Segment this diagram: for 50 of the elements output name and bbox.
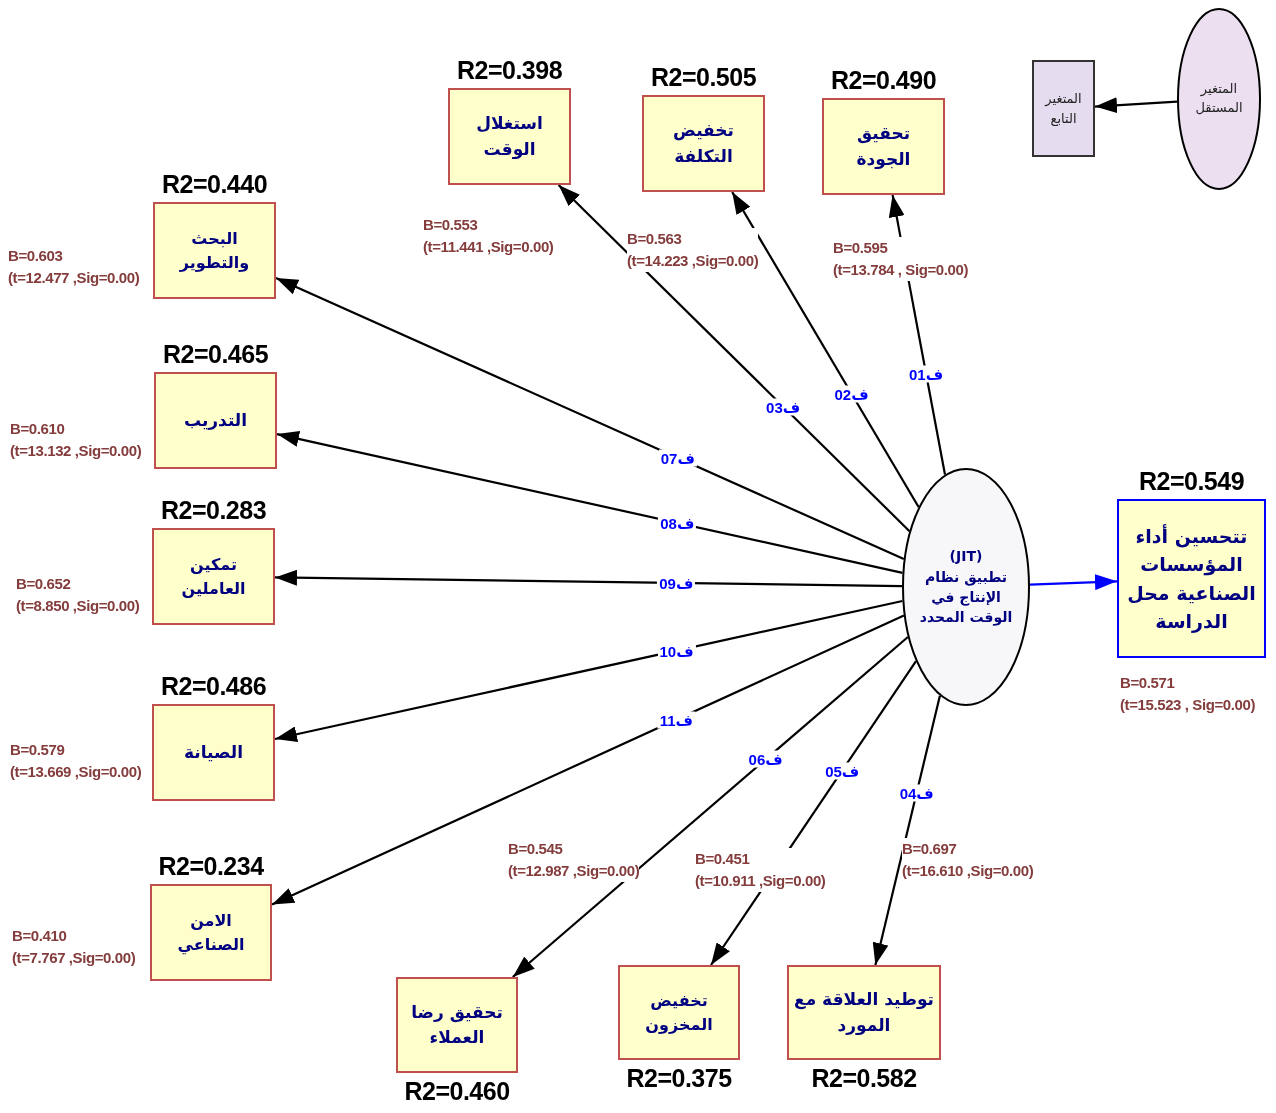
arrow <box>1029 574 1118 591</box>
construct-box: التدريب <box>154 372 277 469</box>
arrow <box>274 599 903 743</box>
construct-label: تطبيق نظام الإنتاج في الوقت المحدد <box>918 567 1014 628</box>
coefficient-label: B=0.595 (t=13.784 , Sig=0.00) <box>833 237 969 281</box>
edge-label: ف02 <box>832 385 871 403</box>
construct-box: تمكين العاملين <box>152 528 275 625</box>
coefficient-label: B=0.451 (t=10.911 ,Sig=0.00) <box>695 848 826 892</box>
construct-box: الامن الصناعي <box>150 884 272 981</box>
r-squared-label: R2=0.375 <box>625 1063 733 1094</box>
edge-label: ف11 <box>657 711 695 729</box>
edge-label: ف10 <box>657 642 696 660</box>
r-squared-label: R2=0.490 <box>829 65 938 96</box>
construct-box: الصيانة <box>152 704 275 801</box>
construct-box: تخفيض المخزون <box>618 965 740 1060</box>
arrow <box>1094 97 1178 114</box>
edge-label: ف07 <box>658 449 697 467</box>
arrow <box>731 191 920 508</box>
r-squared-label: R2=0.582 <box>810 1063 918 1094</box>
construct-box: البحث والتطوير <box>153 202 276 299</box>
coefficient-label: B=0.563 (t=14.223 ,Sig=0.00) <box>627 228 759 272</box>
construct-box: تخفيض التكلفة <box>642 95 765 192</box>
construct-box: تتحسين أداء المؤسسات الصناعية محل الدراسة <box>1117 499 1266 658</box>
construct-box: توطيد العلاقة مع المورد <box>787 965 941 1060</box>
edge-label: ف06 <box>746 750 785 768</box>
arrow <box>275 277 905 561</box>
arrow <box>557 184 911 532</box>
coefficient-label: B=0.697 (t=16.610 ,Sig=0.00) <box>902 838 1034 882</box>
arrow <box>271 614 905 906</box>
construct-box: تحقيق رضا العملاء <box>396 977 518 1073</box>
construct-box: تحقيق الجودة <box>822 98 945 195</box>
construct-box: استغلال الوقت <box>448 88 571 185</box>
r-squared-label: R2=0.440 <box>160 169 269 200</box>
r-squared-label: R2=0.505 <box>649 62 758 93</box>
r-squared-label: R2=0.465 <box>161 339 270 370</box>
construct-label: المتغير المستقل <box>1194 80 1244 117</box>
edge-label: ف08 <box>658 514 697 532</box>
r-squared-label: R2=0.234 <box>157 851 265 882</box>
r-squared-label: R2=0.283 <box>159 495 268 526</box>
arrow <box>276 431 903 574</box>
edge-label: ف04 <box>897 784 936 802</box>
arrow <box>872 695 941 966</box>
r-squared-label: R2=0.398 <box>455 55 564 86</box>
r-squared-label: R2=0.460 <box>403 1076 511 1107</box>
r-squared-label: R2=0.486 <box>159 671 268 702</box>
r-squared-label: R2=0.549 <box>1137 466 1246 497</box>
construct-label: (JIT) <box>949 547 983 567</box>
arrow <box>512 636 909 978</box>
arrow <box>275 569 902 588</box>
variable-box: المتغير التابع <box>1032 60 1095 157</box>
